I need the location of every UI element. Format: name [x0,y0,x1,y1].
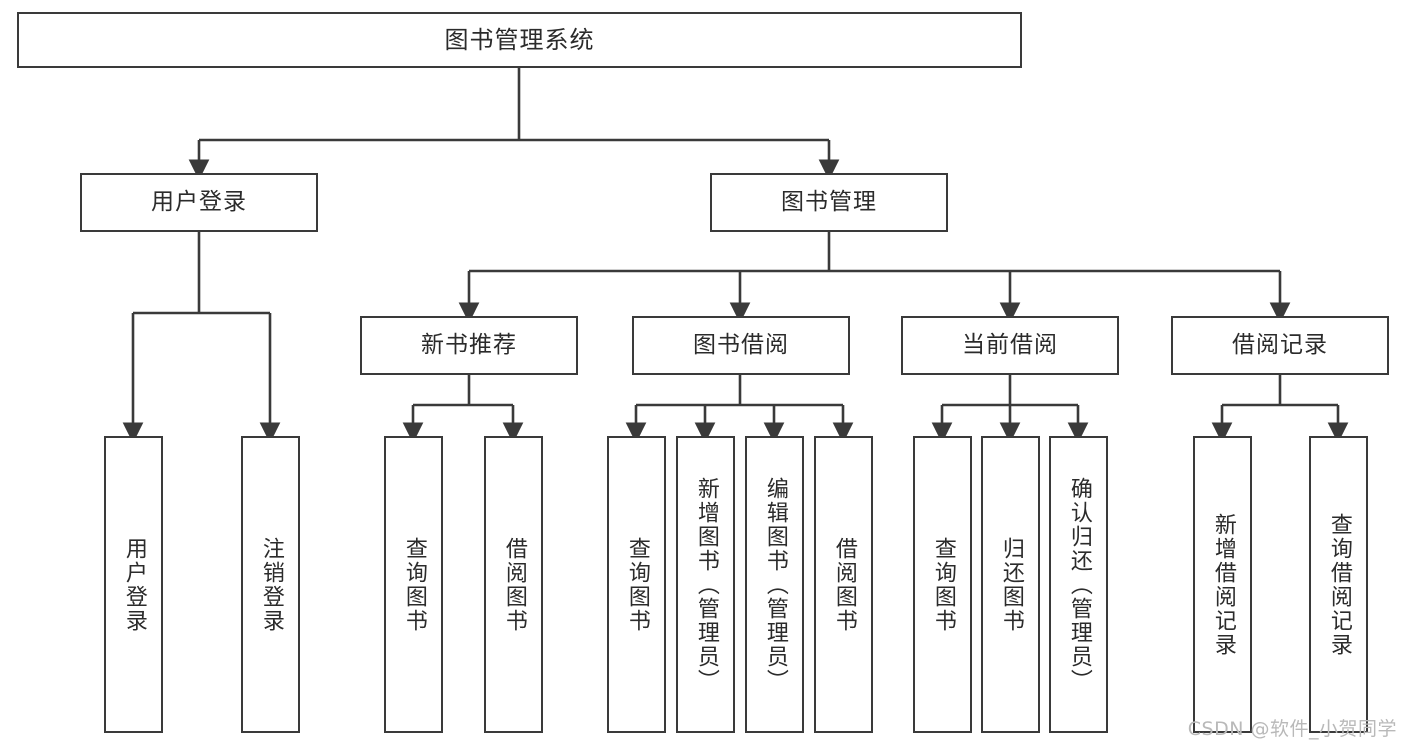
edge-root-to-level1 [188,68,840,181]
leaf-query-book-recommend-label: 查询图书 [401,536,427,633]
edge-newbook-to-leaves [402,375,524,444]
leaf-logout[interactable]: 注销登录 [241,436,300,733]
leaf-borrow-book[interactable]: 借阅图书 [814,436,873,733]
leaf-query-borrow-record-label: 查询借阅记录 [1326,512,1352,657]
node-new-book-recommend[interactable]: 新书推荐 [360,316,578,375]
leaf-borrow-book-recommend-label: 借阅图书 [501,536,527,633]
edge-borrow-record-to-leaves [1211,375,1349,444]
node-new-book-recommend-label: 新书推荐 [421,332,517,359]
node-user-login-label: 用户登录 [151,189,247,216]
leaf-add-borrow-record[interactable]: 新增借阅记录 [1193,436,1252,733]
leaf-edit-book-admin[interactable]: 编辑图书（管理员） [745,436,804,733]
node-current-borrow-label: 当前借阅 [962,332,1058,359]
leaf-logout-label: 注销登录 [258,536,284,633]
node-borrow-record[interactable]: 借阅记录 [1171,316,1389,375]
leaf-borrow-book-recommend[interactable]: 借阅图书 [484,436,543,733]
edge-user-login-to-leaves [122,232,281,444]
node-root[interactable]: 图书管理系统 [17,12,1022,68]
node-book-management-label: 图书管理 [781,189,877,216]
leaf-query-book-label: 查询图书 [624,536,650,633]
node-root-label: 图书管理系统 [444,26,595,54]
edge-book-manage-to-level2 [458,232,1291,324]
node-book-borrow-label: 图书借阅 [693,332,789,359]
node-book-borrow[interactable]: 图书借阅 [632,316,850,375]
leaf-query-book-recommend[interactable]: 查询图书 [384,436,443,733]
leaf-add-book-admin[interactable]: 新增图书（管理员） [676,436,735,733]
leaf-add-book-admin-label: 新增图书（管理员） [693,476,719,693]
leaf-edit-book-admin-label: 编辑图书（管理员） [762,476,788,693]
leaf-borrow-book-label: 借阅图书 [831,536,857,633]
leaf-query-borrow-record[interactable]: 查询借阅记录 [1309,436,1368,733]
leaf-confirm-return-admin[interactable]: 确认归还（管理员） [1049,436,1108,733]
leaf-query-book[interactable]: 查询图书 [607,436,666,733]
node-book-management[interactable]: 图书管理 [710,173,948,232]
leaf-return-book[interactable]: 归还图书 [981,436,1040,733]
leaf-return-book-label: 归还图书 [998,536,1024,633]
leaf-query-book-current-label: 查询图书 [930,536,956,633]
leaf-user-login-label: 用户登录 [121,536,147,633]
edge-borrow-to-leaves [625,375,854,444]
leaf-add-borrow-record-label: 新增借阅记录 [1210,512,1236,657]
leaf-confirm-return-admin-label: 确认归还（管理员） [1066,476,1092,693]
leaf-query-book-current[interactable]: 查询图书 [913,436,972,733]
node-current-borrow[interactable]: 当前借阅 [901,316,1119,375]
edge-current-borrow-to-leaves [931,375,1089,444]
leaf-user-login[interactable]: 用户登录 [104,436,163,733]
node-user-login[interactable]: 用户登录 [80,173,318,232]
node-borrow-record-label: 借阅记录 [1232,332,1328,359]
